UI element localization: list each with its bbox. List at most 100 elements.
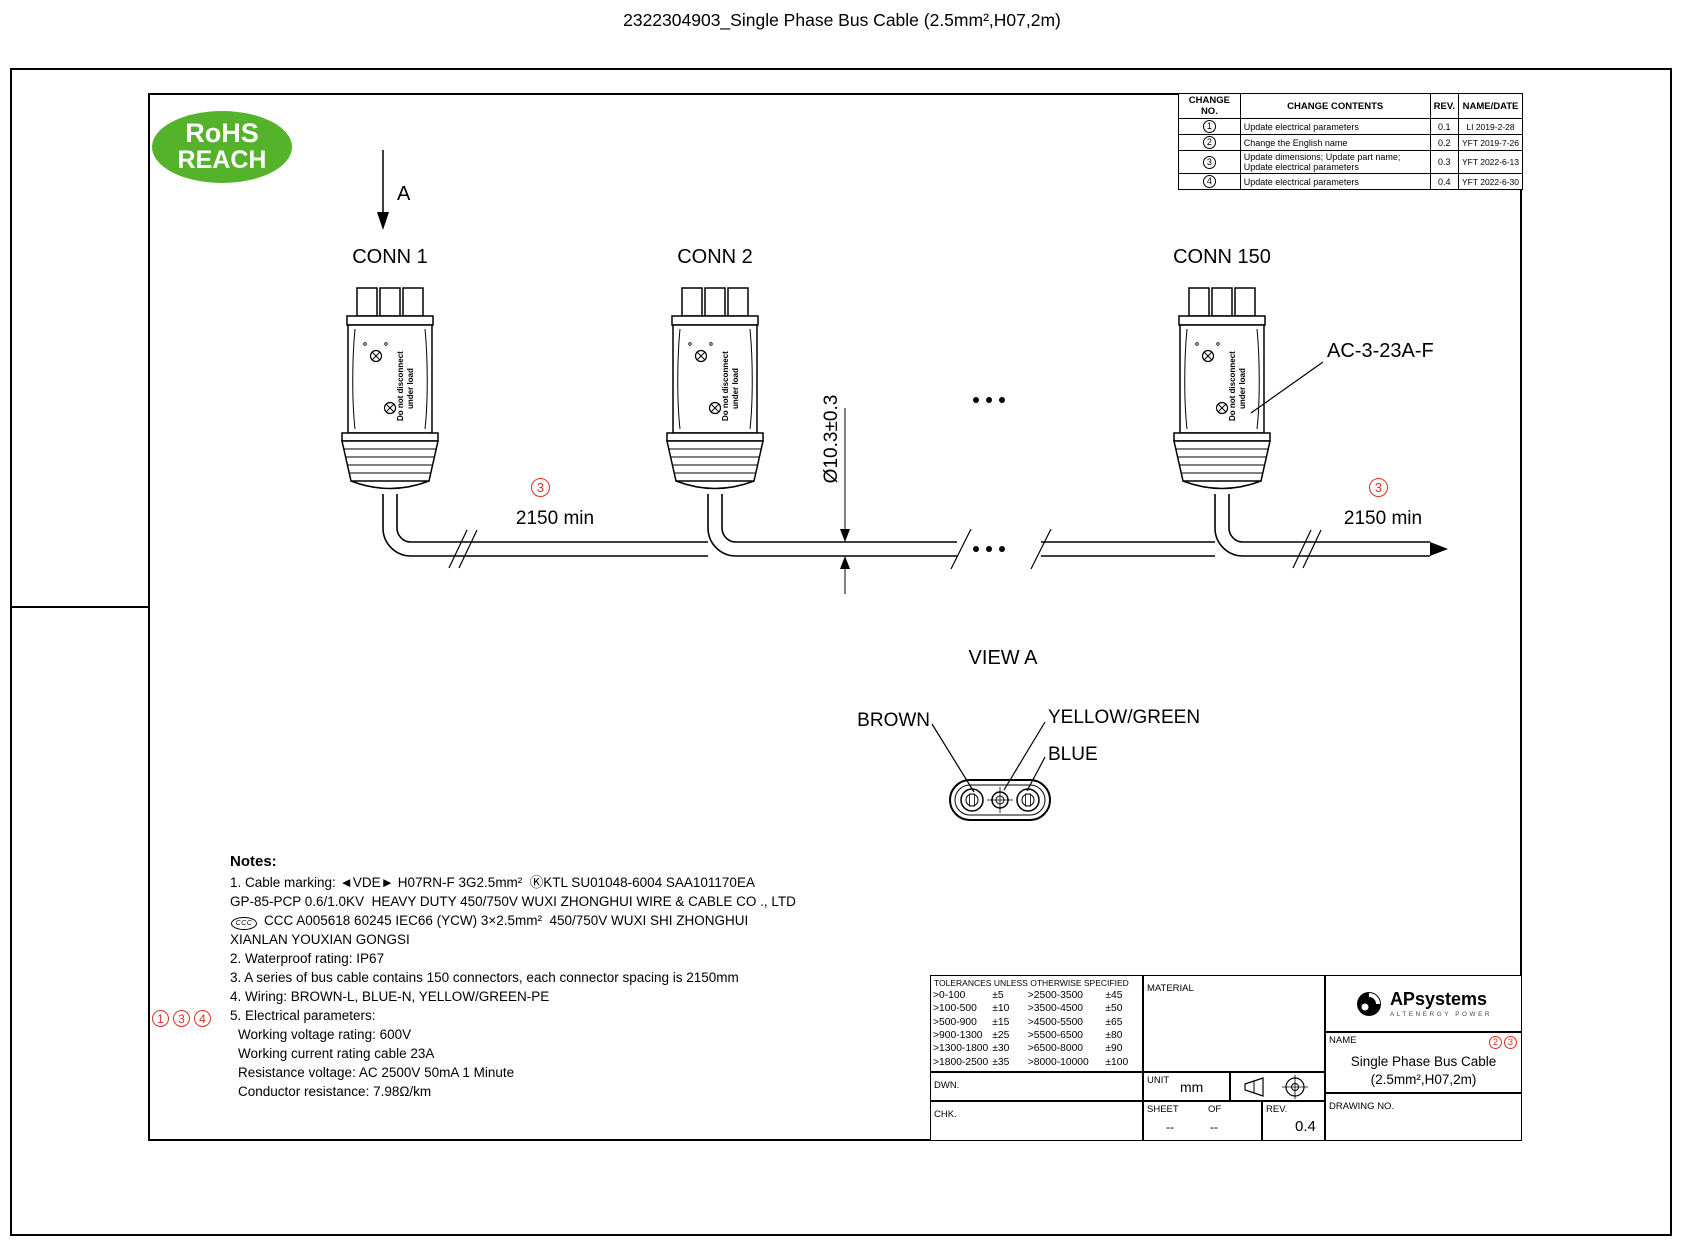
change-no-badge: 1 [1202,120,1216,133]
tolerance-row: >900-1300 ±25 >5500-6500 ±80 [931,1029,1142,1042]
brand-subtitle: ALTENERGY POWER [1389,1010,1493,1018]
of-label: OF [1208,1104,1222,1115]
name-label: NAME [1329,1035,1357,1046]
tolerance-range: >3500-4500 [1027,1003,1084,1015]
sheet-box: SHEET OF -- -- [1143,1101,1262,1141]
revision-row: 3 Update dimensions; Update part name; U… [1178,150,1524,174]
note-line: XIANLAN YOUXIAN GONGSI [230,932,410,947]
tolerance-value: ±50 [1105,1003,1123,1015]
note-line: Working current rating cable 23A [238,1046,435,1061]
diameter-dimension-line [840,408,850,594]
revision-table: CHANGE NO. CHANGE CONTENTS REV. NAME/DAT… [1178,93,1524,190]
reach-label: REACH [177,146,267,175]
drawing-no-label: DRAWING NO. [1329,1101,1395,1112]
header-name-date: NAME/DATE [1457,93,1524,119]
view-a-connector-face [949,779,1051,821]
tolerance-value: ±10 [992,1003,1010,1015]
view-a-arrow-icon [377,150,389,230]
change-name-date: YFT 2022-6-30 [1457,173,1524,190]
checked-by-box: CHK. [930,1101,1143,1141]
continuation-dots-icon [973,397,1005,552]
change-rev: 0.2 [1429,134,1459,151]
notes-section: Notes: 1. Cable marking: ◄VDE► H07RN-F 3… [230,853,910,1101]
diameter-dimension-label: Ø10.3±0.3 [821,394,842,484]
change-rev: 0.4 [1429,173,1459,190]
of-value: -- [1210,1120,1218,1134]
tolerance-row: >1800-2500 ±35 >8000-10000 ±100 [931,1055,1142,1068]
page-title: 2322304903_Single Phase Bus Cable (2.5mm… [623,10,1061,30]
note-line: 4. Wiring: BROWN-L, BLUE-N, YELLOW/GREEN… [230,989,550,1004]
connector-conn1 [341,287,439,490]
wire-leader-lines [931,721,1046,793]
chk-label: CHK. [934,1109,957,1120]
rev-value: 0.4 [1295,1118,1316,1135]
rohs-reach-badge: RoHS REACH [152,111,292,183]
spacing-dimension-left: 2150 min [515,508,595,529]
change-name-date: YFT 2022-6-13 [1457,150,1524,174]
tolerance-value: ±25 [992,1030,1010,1042]
change-no-badge: 2 [1202,136,1216,149]
tolerances-box: TOLERANCES UNLESS OTHERWISE SPECIFIED >0… [930,975,1143,1072]
tolerance-range: >0-100 [933,990,966,1002]
sheet-label: SHEET [1147,1104,1179,1115]
product-name-line1: Single Phase Bus Cable [1350,1054,1497,1069]
tolerance-range: >500-900 [933,1016,977,1028]
projection-symbol-icon [1243,1074,1308,1099]
tolerance-value: ±65 [1105,1016,1123,1028]
brand-box: APsystems ALTENERGY POWER [1325,975,1522,1032]
material-label: MATERIAL [1147,983,1194,994]
tolerance-value: ±90 [1105,1043,1123,1055]
sheet-outer-border [10,68,1672,1236]
note-line: 1. Cable marking: ◄VDE► H07RN-F 3G2.5mm²… [230,875,755,890]
material-box: MATERIAL [1143,975,1325,1072]
notes-title: Notes: [230,853,277,870]
tolerance-row: >100-500 ±10 >3500-4500 ±50 [931,1002,1142,1015]
change-rev: 0.1 [1429,118,1459,135]
fold-mark-line [12,606,148,608]
note-line: GP-85-PCP 0.6/1.0KV HEAVY DUTY 450/750V … [230,894,796,909]
change-contents: Change the English name [1239,134,1431,151]
tolerance-row: >500-900 ±15 >4500-5500 ±65 [931,1016,1142,1029]
change-name-date: YFT 2019-7-26 [1457,134,1524,151]
cable-conn2 [707,494,1215,570]
cable-conn1 [382,494,708,569]
change-no-badge: 3 [1202,155,1216,169]
tolerance-row: >1300-1800 ±30 >6500-8000 ±90 [931,1042,1142,1055]
dwn-label: DWN. [934,1080,960,1091]
tolerances-table: >0-100 ±5 >2500-3500 ±45 >100-500 ±10 >3… [931,989,1142,1069]
note-line: Conductor resistance: 7.98Ω/km [238,1084,432,1099]
header-change-contents: CHANGE CONTENTS [1239,93,1431,119]
tolerance-row: >0-100 ±5 >2500-3500 ±45 [931,989,1142,1002]
change-contents: Update dimensions; Update part name; Upd… [1239,150,1431,174]
tolerance-range: >900-1300 [933,1030,983,1042]
revision-marker-badge: 3 [1504,1036,1517,1049]
revision-marker-badge: 3 [173,1010,190,1027]
tolerance-value: ±5 [992,990,1004,1002]
tolerance-value: ±35 [992,1056,1010,1068]
revision-row: 2 Change the English name 0.2 YFT 2019-7… [1178,134,1524,151]
tolerance-range: >5500-6500 [1027,1030,1084,1042]
revision-marker-3-right: 3 [1369,478,1388,497]
tolerance-value: ±80 [1105,1030,1123,1042]
unit-value: mm [1180,1079,1204,1095]
tolerance-value: ±100 [1105,1056,1129,1068]
tolerance-range: >6500-8000 [1027,1043,1084,1055]
part-number-leader-line [1250,361,1324,414]
tolerance-range: >100-500 [933,1003,977,1015]
drawn-by-box: DWN. [930,1072,1143,1101]
change-name-date: LI 2019-2-28 [1457,118,1524,135]
revision-row: 4 Update electrical parameters 0.4 YFT 2… [1178,173,1524,190]
revision-marker-badge: 1 [152,1010,169,1027]
note-line: Resistance voltage: AC 2500V 50mA 1 Minu… [238,1065,515,1080]
change-rev: 0.3 [1429,150,1459,174]
notes-lines: 1. Cable marking: ◄VDE► H07RN-F 3G2.5mm²… [230,873,910,1101]
change-no-badge: 4 [1202,175,1216,188]
tolerance-value: ±45 [1105,990,1123,1002]
tolerance-range: >1300-1800 [933,1043,989,1055]
header-rev: REV. [1429,93,1459,119]
conn2-label: CONN 2 [677,246,753,268]
